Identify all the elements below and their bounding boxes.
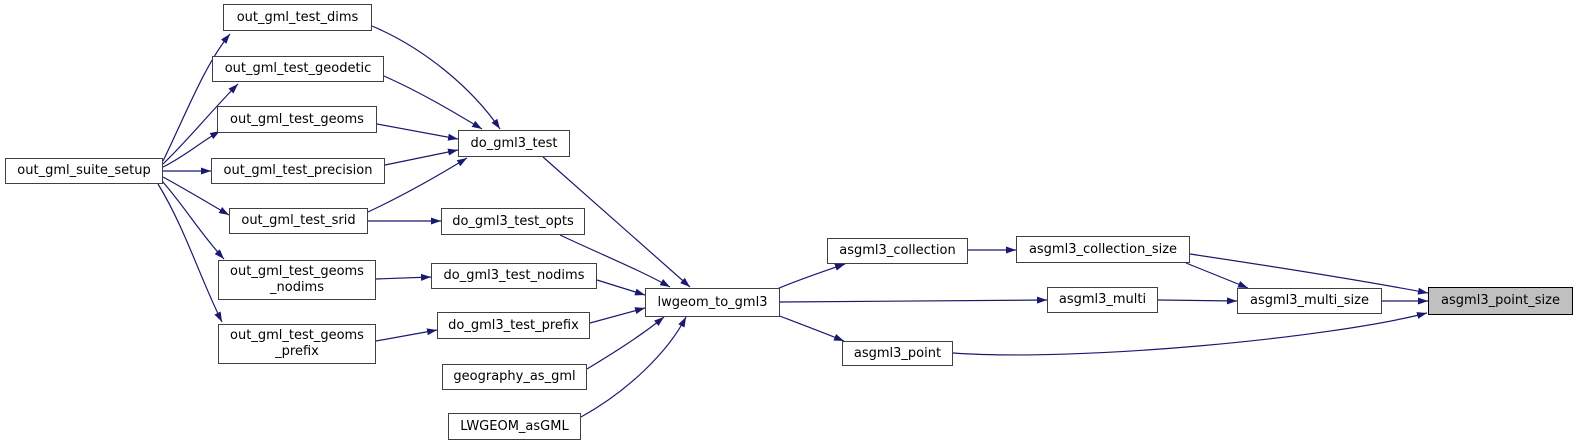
edge-lwgeom-to-asgml3-point (776, 314, 845, 342)
edge-suite-setup-to-test-geodetic (162, 83, 239, 165)
node-out-gml-test-dims[interactable]: out_gml_test_dims (223, 4, 372, 31)
edge-test-dims-to-do-gml3-test (371, 25, 501, 130)
node-out-gml-test-geoms-prefix[interactable]: out_gml_test_geoms _prefix (218, 324, 376, 364)
node-lwgeom-asgml[interactable]: LWGEOM_asGML (448, 413, 581, 440)
edge-suite-setup-to-test-srid (162, 176, 230, 216)
edge-suite-setup-to-geoms-prefix (157, 183, 223, 323)
node-asgml3-collection[interactable]: asgml3_collection (827, 238, 968, 264)
node-out-gml-test-precision[interactable]: out_gml_test_precision (211, 158, 385, 184)
node-asgml3-point[interactable]: asgml3_point (842, 341, 953, 366)
edge-test-srid-to-do-gml3-test (367, 157, 468, 213)
node-asgml3-multi-size[interactable]: asgml3_multi_size (1237, 288, 1382, 314)
edge-suite-setup-to-geoms-nodims (161, 180, 225, 260)
edge-do-gml3-test-to-lwgeom-to-gml3 (542, 156, 691, 288)
edge-multi-to-multi-size (1157, 297, 1238, 305)
node-geography-as-gml[interactable]: geography_as_gml (442, 364, 587, 390)
node-out-gml-test-geoms-nodims[interactable]: out_gml_test_geoms _nodims (218, 260, 376, 300)
node-do-gml3-test[interactable]: do_gml3_test (458, 130, 570, 157)
edge-lwgeom-to-asgml3-multi (779, 296, 1048, 304)
edge-point-to-point-size (952, 312, 1428, 356)
edge-test-precision-to-do-gml3-test (384, 148, 459, 166)
node-do-gml3-test-prefix[interactable]: do_gml3_test_prefix (437, 312, 590, 339)
edge-geography-as-gml-to-lwgeom (586, 316, 665, 370)
node-do-gml3-test-nodims[interactable]: do_gml3_test_nodims (431, 263, 597, 289)
edge-suite-setup-to-test-geoms (162, 130, 221, 168)
edge-test-geoms-to-do-gml3-test (376, 123, 459, 141)
edge-test-prefix-to-lwgeom-to-gml3 (589, 307, 646, 324)
node-out-gml-suite-setup[interactable]: out_gml_suite_setup (5, 158, 163, 184)
edge-test-geodetic-to-do-gml3-test (383, 75, 483, 130)
node-do-gml3-test-opts[interactable]: do_gml3_test_opts (441, 208, 585, 235)
edge-collection-size-to-multi-size (1185, 262, 1249, 289)
node-out-gml-test-geoms[interactable]: out_gml_test_geoms (217, 106, 377, 133)
node-asgml3-point-size[interactable]: asgml3_point_size (1428, 287, 1573, 315)
node-lwgeom-to-gml3[interactable]: lwgeom_to_gml3 (645, 288, 780, 317)
edge-collection-size-to-point-size (1189, 253, 1429, 295)
node-asgml3-multi[interactable]: asgml3_multi (1047, 287, 1158, 313)
edge-test-nodims-to-lwgeom-to-gml3 (596, 279, 646, 296)
node-asgml3-collection-size[interactable]: asgml3_collection_size (1016, 236, 1190, 263)
node-out-gml-test-geodetic[interactable]: out_gml_test_geodetic (212, 56, 384, 82)
edge-test-opts-to-lwgeom-to-gml3 (559, 234, 671, 288)
edge-geoms-nodims-to-test-nodims (375, 273, 432, 281)
edge-lwgeom-asgml-to-lwgeom (580, 316, 687, 418)
edge-lwgeom-to-asgml3-collection (776, 263, 846, 290)
edge-geoms-prefix-to-test-prefix (375, 328, 438, 342)
node-out-gml-test-srid[interactable]: out_gml_test_srid (229, 208, 368, 234)
edge-suite-setup-to-test-dims (162, 33, 231, 162)
